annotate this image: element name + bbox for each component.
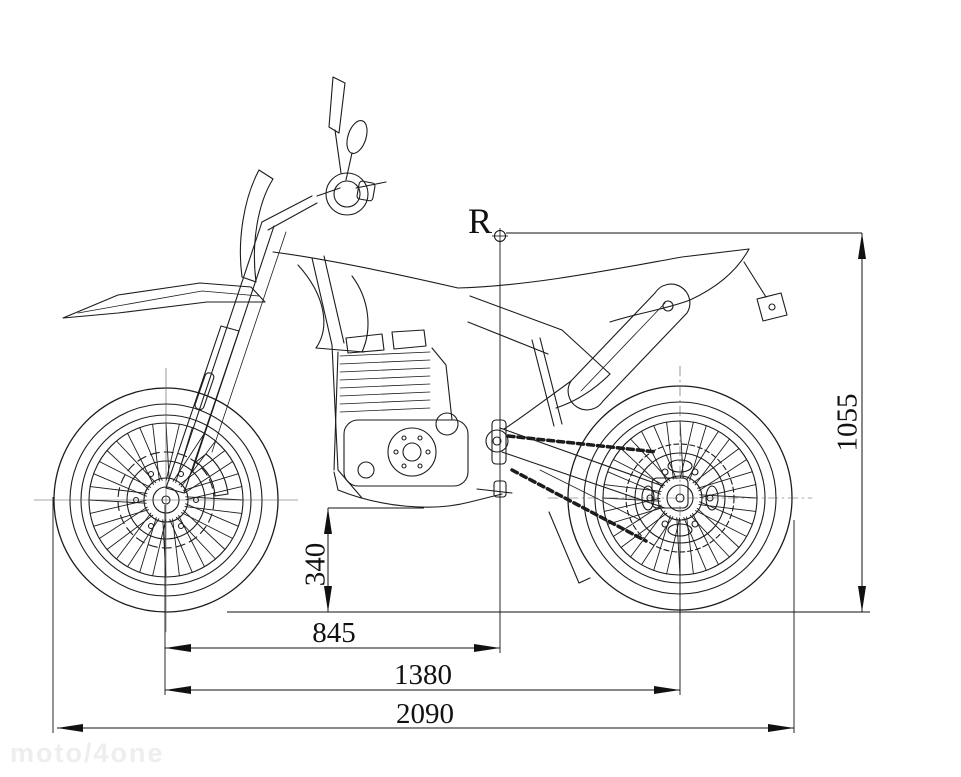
rear-shock — [531, 337, 563, 427]
dim-overall-length: 2090 — [396, 698, 454, 730]
dim-ground-clearance: 340 — [299, 542, 332, 587]
swingarm — [491, 419, 689, 521]
front-fork — [165, 221, 287, 494]
skid-plate — [333, 471, 503, 508]
front-fender — [62, 282, 266, 319]
subframe-panels — [467, 295, 611, 409]
front-axle-crosshair — [33, 367, 299, 633]
front-number-plate — [239, 169, 274, 283]
watermark: moto/4one — [10, 738, 165, 768]
fuel-tank-shrouds — [272, 251, 459, 353]
dim-front-axle-to-reference: 845 — [312, 617, 356, 649]
cylinder-fins — [339, 351, 431, 413]
handlebar-mirrors — [261, 76, 387, 231]
headlight — [325, 172, 376, 216]
dimension-arrows — [57, 233, 866, 732]
footpeg — [476, 480, 513, 498]
kickstand — [548, 511, 591, 584]
dim-wheelbase: 1380 — [394, 659, 452, 691]
front-wheel — [33, 367, 299, 633]
frame-downtube — [311, 255, 363, 499]
dim-overall-height: 1055 — [831, 393, 864, 452]
reference-point-marker — [492, 228, 508, 244]
engine — [333, 329, 509, 487]
exhaust-muffler — [503, 283, 691, 430]
reference-point-label: R — [468, 201, 493, 241]
drive-chain — [506, 434, 659, 543]
seat-tail — [457, 248, 788, 323]
